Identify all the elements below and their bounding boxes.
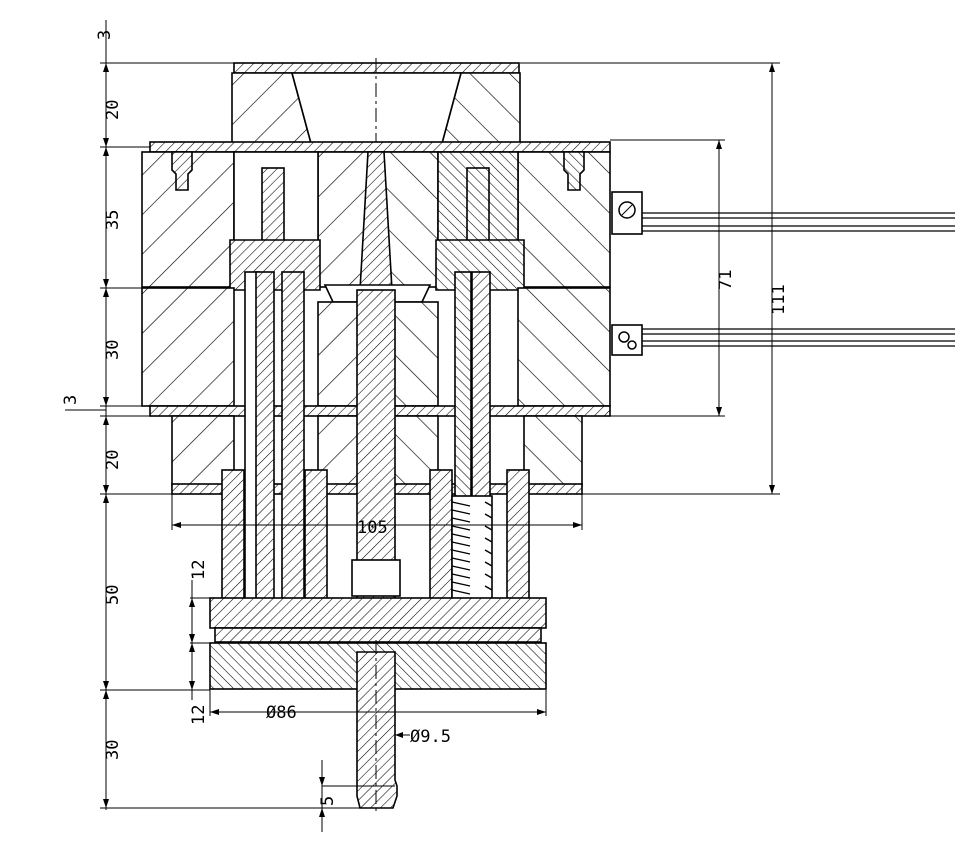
return-spring bbox=[451, 495, 493, 601]
dim-label-5: 5 bbox=[318, 796, 338, 806]
dim-label-111: 111 bbox=[769, 284, 789, 315]
dim-label-30-bottom: 30 bbox=[103, 740, 123, 760]
moving-plate-right bbox=[517, 287, 611, 407]
ejector-rod bbox=[356, 651, 398, 809]
heater-wires bbox=[642, 212, 955, 347]
ejector-pin-3 bbox=[255, 271, 275, 643]
dim-label-3-top: 3 bbox=[95, 30, 115, 40]
moving-plate-left bbox=[141, 287, 235, 407]
dim-label-12-bottom: 12 bbox=[189, 705, 209, 725]
wire-terminal-icon bbox=[627, 340, 637, 350]
wire-terminal-icon bbox=[618, 331, 630, 343]
dim-label-50: 50 bbox=[103, 585, 123, 605]
dim-label-dia-9-5: Ø9.5 bbox=[410, 727, 451, 747]
support-plate-right bbox=[523, 415, 583, 487]
dim-label-30-mid: 30 bbox=[103, 340, 123, 360]
mold-assembly bbox=[141, 58, 955, 812]
dim-label-3-gap: 3 bbox=[61, 395, 81, 405]
right-dimension-arrows bbox=[716, 63, 775, 494]
width-dimension-arrows bbox=[172, 522, 582, 817]
guide-sleeve bbox=[351, 559, 401, 597]
dim-label-35: 35 bbox=[103, 210, 123, 230]
ejector-retainer-plate bbox=[209, 597, 547, 629]
dim-label-12-top: 12 bbox=[189, 560, 209, 580]
dim-label-dia-86: Ø86 bbox=[266, 703, 297, 723]
clamp-strip bbox=[149, 141, 611, 153]
spring-coils bbox=[451, 501, 493, 595]
ejector-plate-strip bbox=[214, 627, 542, 643]
dimension-arrows-left bbox=[103, 63, 195, 808]
fixed-plate-right bbox=[517, 151, 611, 288]
thread-zone-left bbox=[229, 239, 321, 291]
dim-label-20-bottom: 20 bbox=[103, 450, 123, 470]
screw-right bbox=[563, 151, 585, 191]
right-dimensions bbox=[520, 62, 780, 495]
dim-label-105: 105 bbox=[357, 518, 388, 538]
dim-label-71: 71 bbox=[716, 270, 736, 290]
screw-left bbox=[171, 151, 193, 191]
ejector-pin-4 bbox=[281, 271, 305, 643]
dim-label-20-top: 20 bbox=[103, 100, 123, 120]
